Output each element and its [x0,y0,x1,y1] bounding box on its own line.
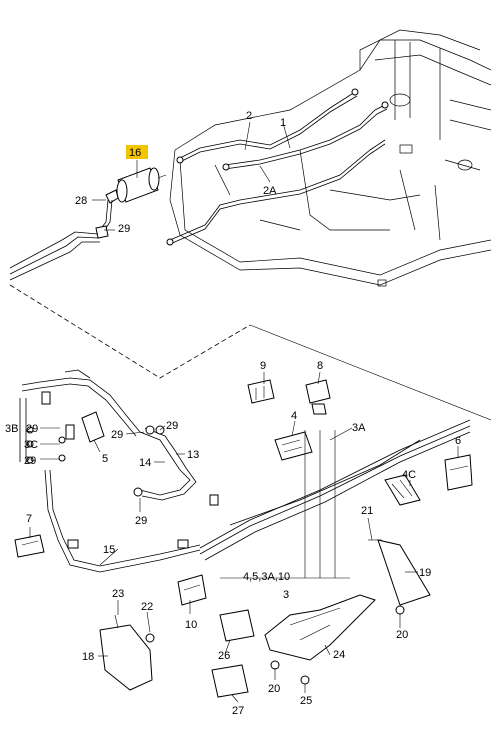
label-25: 25 [300,695,312,707]
label-6: 6 [455,435,461,447]
label-5: 5 [102,453,108,465]
reference-lines [220,430,350,579]
label-21: 21 [361,505,373,517]
clip-9 [247,379,275,404]
fuel-filter [116,167,167,203]
fuel-hoses-twisted [133,425,197,501]
label-8: 8 [317,360,323,372]
label-4-5-3A-10: 4,5,3A,10 [243,571,290,583]
label-16: 16 [129,147,141,159]
label-29e: 29 [166,420,178,432]
label-29d: 29 [111,429,123,441]
label-28: 28 [75,195,87,207]
label-14: 14 [139,457,151,469]
label-9: 9 [260,360,266,372]
label-2A: 2A [263,185,277,197]
label-19: 19 [419,567,431,579]
label-23: 23 [112,588,124,600]
label-20a: 20 [396,629,408,641]
label-29b: 29 [26,423,38,435]
label-3B: 3B [5,423,18,435]
bracket-18 [99,614,155,691]
holder-27 [211,664,249,698]
lower-frame-left [249,324,491,421]
holder-7 [14,534,45,558]
label-27: 27 [232,705,244,717]
label-1: 1 [280,117,286,129]
label-18: 18 [82,651,94,663]
filter-hose [9,189,119,281]
highlight-16 [126,145,148,159]
holder-6 [444,454,473,491]
label-7: 7 [26,513,32,525]
label-24: 24 [333,649,345,661]
label-4: 4 [291,410,297,422]
label-3A: 3A [352,422,366,434]
section-divider [9,284,251,379]
label-3: 3 [283,589,289,601]
holder-4 [274,431,313,461]
label-13: 13 [187,449,199,461]
clip-4C [384,474,421,506]
label-29a: 29 [118,223,130,235]
underbody-shield-24 [264,594,376,685]
label-29c: 29 [24,455,36,467]
label-29f: 29 [135,515,147,527]
bracket-19 [368,539,431,615]
label-3C: 3C [24,439,38,451]
label-26: 26 [218,650,230,662]
holder-10 [177,574,207,606]
leader-lines [29,121,459,703]
label-10: 10 [185,619,197,631]
holder-26 [219,609,255,642]
label-4C: 4C [402,469,416,481]
label-22: 22 [141,601,153,613]
fuel-tank [169,29,491,287]
clip-8 [305,379,331,415]
label-20b: 20 [268,683,280,695]
label-2: 2 [246,110,252,122]
fuel-lines-upper [166,88,389,246]
label-15: 15 [103,544,115,556]
